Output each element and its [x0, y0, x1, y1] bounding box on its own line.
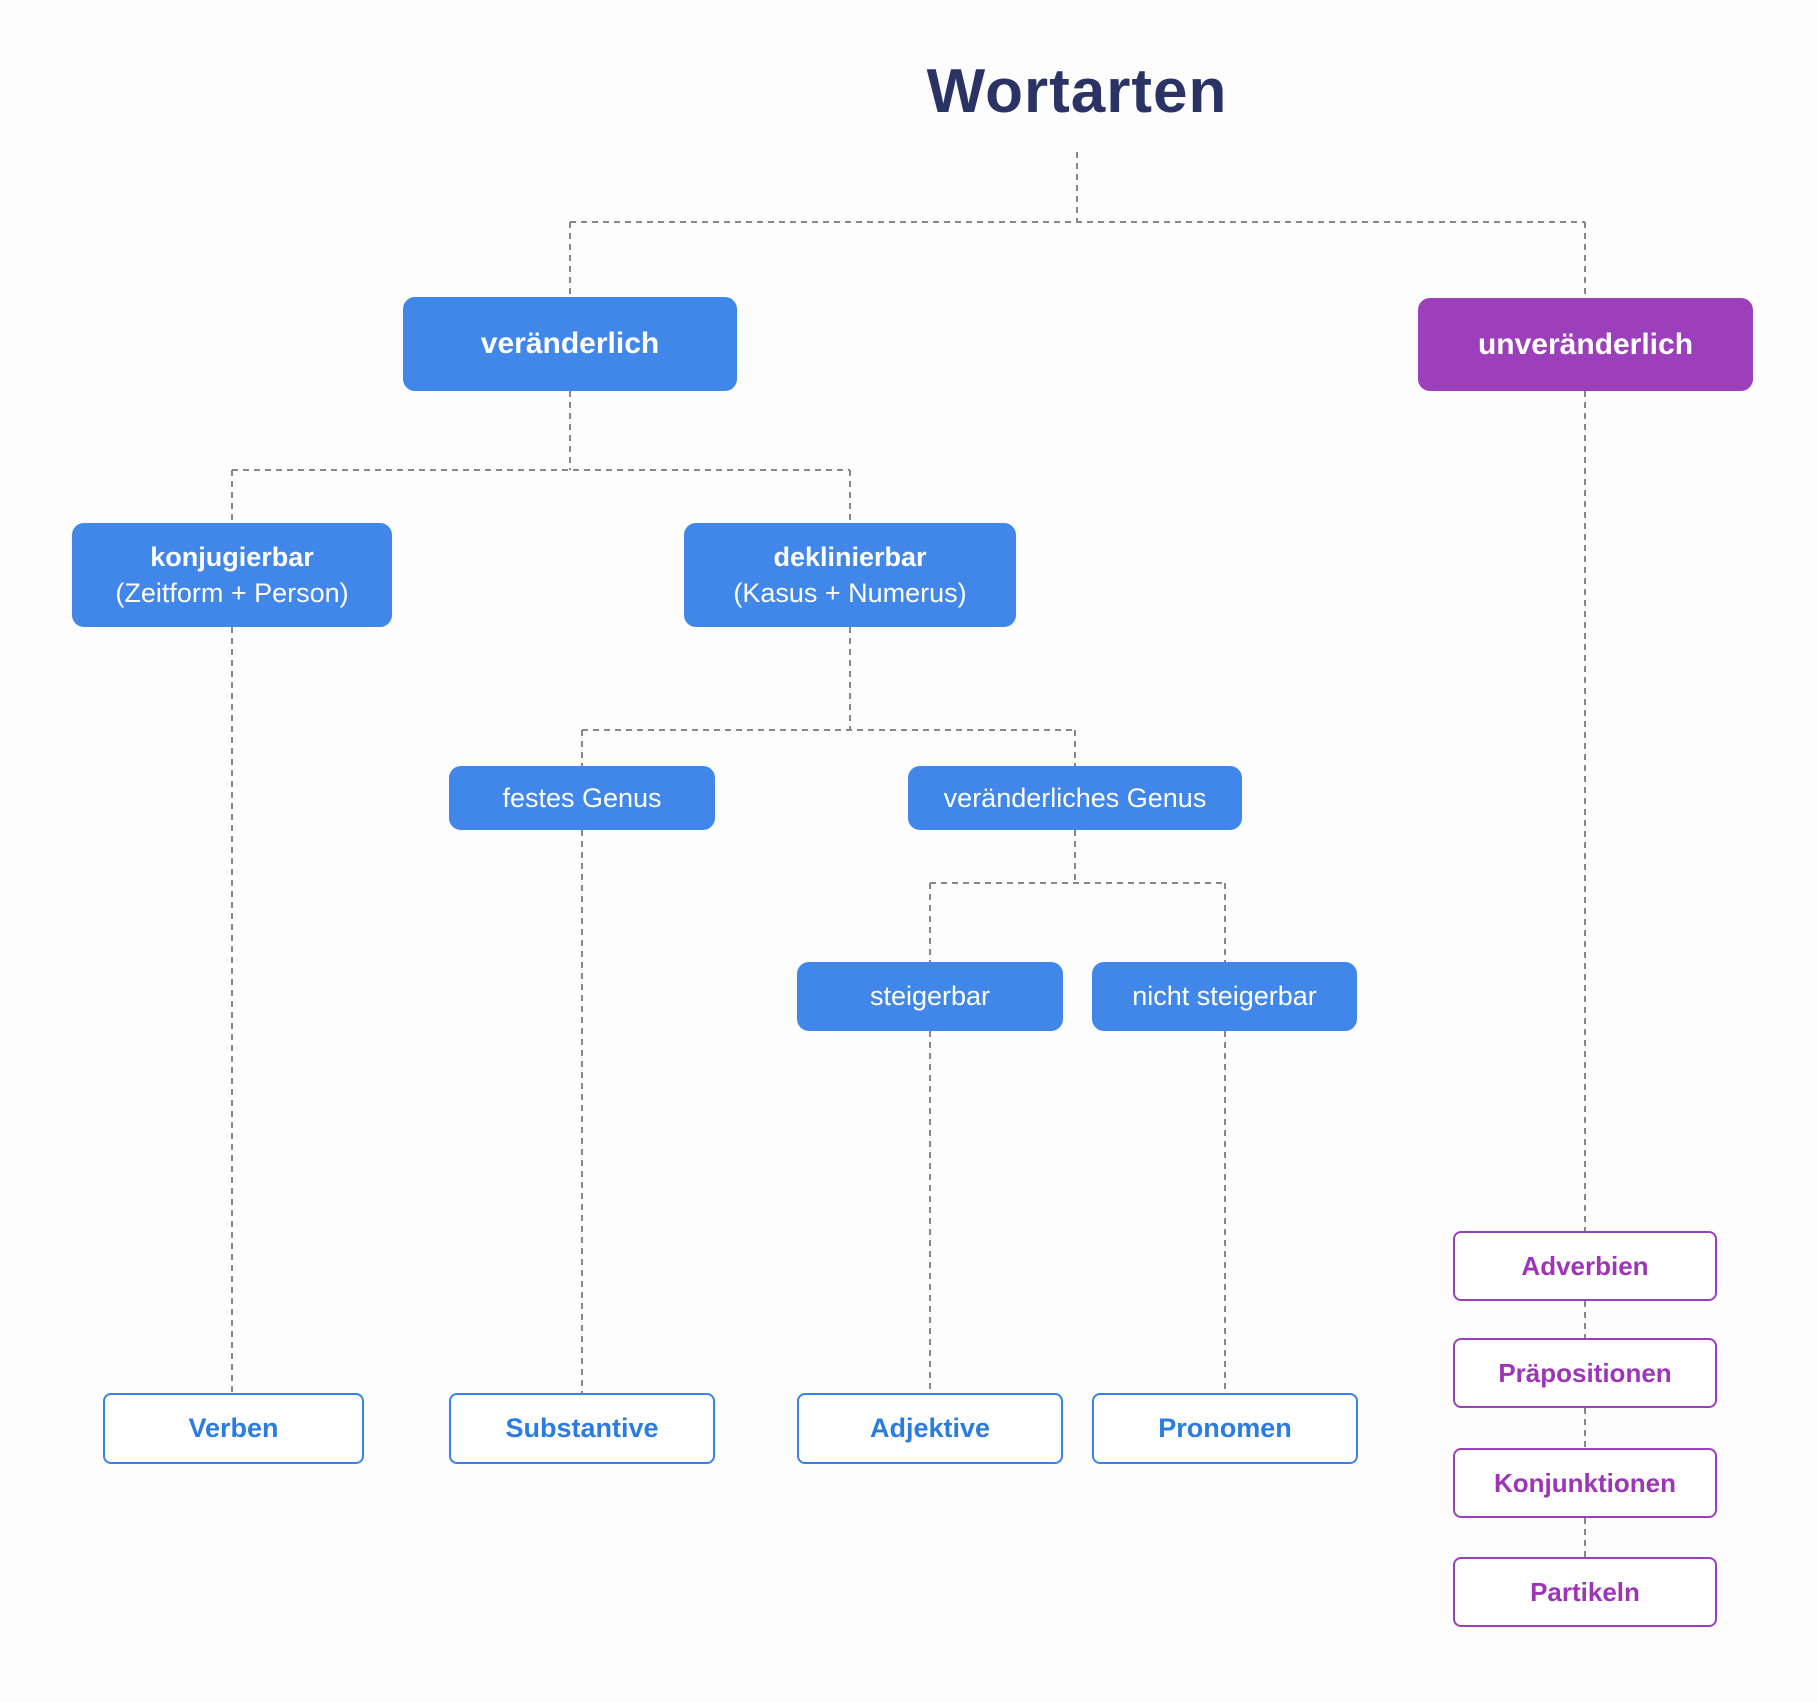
node-nicht-steigerbar-label: nicht steigerbar: [1132, 981, 1317, 1011]
node-veraenderlich-label: veränderlich: [480, 327, 660, 360]
node-adverbien-label: Adverbien: [1521, 1250, 1649, 1281]
diagram-title: Wortarten: [926, 57, 1228, 126]
node-veraenderlich: veränderlich: [403, 297, 737, 391]
node-konjunktionen-label: Konjunktionen: [1494, 1467, 1676, 1498]
node-praepositionen-label: Präpositionen: [1498, 1357, 1672, 1388]
node-substantive: Substantive: [449, 1393, 715, 1464]
node-adjektive-label: Adjektive: [869, 1413, 991, 1443]
node-steigerbar: steigerbar: [797, 962, 1063, 1031]
node-pronomen-label: Pronomen: [1158, 1413, 1292, 1443]
node-veraenderliches-genus-label: veränderliches Genus: [943, 782, 1207, 813]
node-partikeln: Partikeln: [1453, 1557, 1717, 1627]
node-pronomen: Pronomen: [1092, 1393, 1358, 1464]
node-festes-genus-label: festes Genus: [502, 782, 662, 813]
node-deklinierbar: deklinierbar (Kasus + Numerus): [684, 523, 1016, 627]
node-konjunktionen: Konjunktionen: [1453, 1448, 1717, 1518]
node-festes-genus: festes Genus: [449, 766, 715, 830]
node-deklinierbar-sublabel: (Kasus + Numerus): [733, 578, 967, 608]
node-verben-label: Verben: [188, 1413, 279, 1443]
node-verben: Verben: [103, 1393, 364, 1464]
node-konjugierbar-label: konjugierbar: [150, 541, 314, 572]
node-nicht-steigerbar: nicht steigerbar: [1092, 962, 1357, 1031]
node-deklinierbar-label: deklinierbar: [773, 541, 927, 572]
node-veraenderliches-genus: veränderliches Genus: [908, 766, 1242, 830]
node-unveraenderlich-label: unveränderlich: [1477, 327, 1694, 361]
node-praepositionen: Präpositionen: [1453, 1338, 1717, 1408]
node-konjugierbar: konjugierbar (Zeitform + Person): [72, 523, 392, 627]
node-steigerbar-label: steigerbar: [869, 981, 991, 1011]
node-unveraenderlich: unveränderlich: [1418, 298, 1753, 391]
node-adjektive: Adjektive: [797, 1393, 1063, 1464]
node-adverbien: Adverbien: [1453, 1231, 1717, 1301]
node-substantive-label: Substantive: [505, 1413, 659, 1443]
node-partikeln-label: Partikeln: [1530, 1576, 1640, 1607]
node-konjugierbar-sublabel: (Zeitform + Person): [115, 578, 349, 608]
